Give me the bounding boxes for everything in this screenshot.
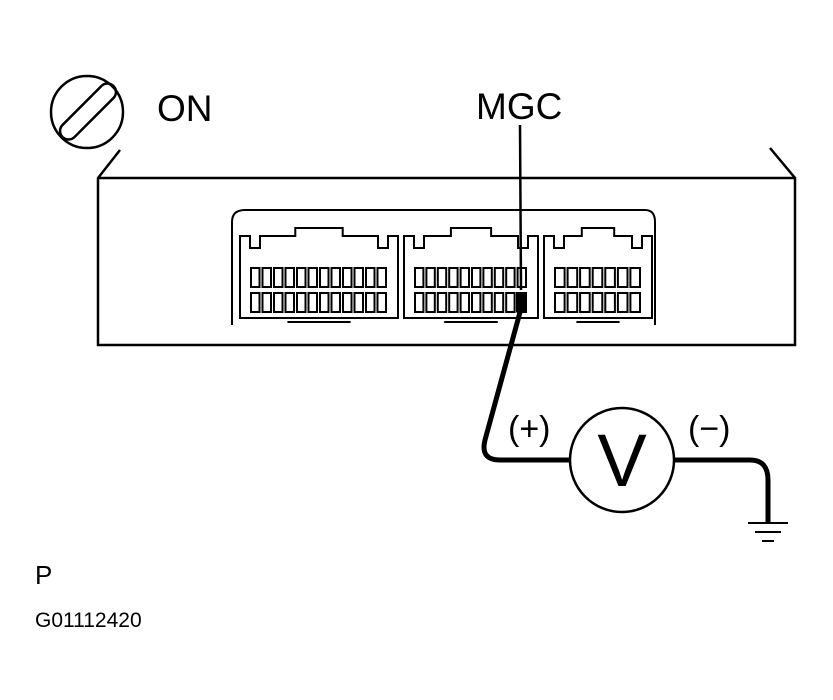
- connector-pin: [459, 267, 471, 288]
- ecu-box: [96, 147, 797, 347]
- connector-pin: [482, 267, 493, 288]
- connector-pin: [376, 267, 387, 288]
- connector-pin: [296, 292, 307, 313]
- voltmeter-label: V: [597, 419, 647, 502]
- connector-pin: [566, 267, 579, 288]
- connector-pin: [554, 292, 566, 313]
- connector-pin: [284, 267, 295, 288]
- connector-pin: [436, 292, 448, 313]
- connector-pin: [493, 292, 505, 313]
- ignition-label: ON: [157, 88, 213, 129]
- connector-pin: [448, 292, 459, 313]
- connector-pin: [330, 267, 341, 288]
- connector-pin: [616, 292, 629, 313]
- connector-pin: [319, 292, 330, 313]
- connector-pin: [629, 267, 642, 288]
- connector-pin: [493, 267, 505, 288]
- negative-probe-wire: [674, 457, 771, 522]
- connector-pin: [250, 292, 261, 313]
- ecu-connector: [231, 209, 656, 325]
- connector-pin: [482, 292, 493, 313]
- connector-pin: [471, 292, 482, 313]
- connector-pin: [471, 267, 482, 288]
- connector-pin: [579, 267, 591, 288]
- connector-pin: [591, 267, 604, 288]
- connector-pin: [284, 292, 295, 313]
- terminal-label: MGC: [476, 86, 562, 127]
- connector-pin: [365, 267, 376, 288]
- view-label: P: [35, 560, 52, 590]
- connector-pin: [261, 267, 272, 288]
- connector-pin: [273, 292, 284, 313]
- connector-pin: [459, 292, 471, 313]
- connector-pin: [273, 267, 284, 288]
- connector-pin: [319, 267, 330, 288]
- connector-pin: [604, 267, 616, 288]
- connector-pin: [554, 267, 566, 288]
- connector-pin: [425, 292, 436, 313]
- connector-pin: [604, 292, 616, 313]
- connector-pin: [307, 267, 318, 288]
- connector-pin: [591, 292, 604, 313]
- connector-frame: [403, 227, 539, 319]
- connector-pin: [414, 292, 425, 313]
- figure-id: G01112420: [35, 609, 142, 632]
- connector-frame: [239, 227, 399, 319]
- connector-pin: [629, 292, 642, 313]
- connector-pin: [250, 267, 261, 288]
- mgc-terminal: [516, 292, 526, 312]
- connector-pin: [448, 267, 459, 288]
- terminal-pointer-line: [518, 124, 523, 291]
- connector-pin: [296, 267, 307, 288]
- ignition-switch-icon: [49, 74, 125, 150]
- connector-pin: [616, 267, 629, 288]
- connector-pin: [342, 292, 353, 313]
- connector-pin: [566, 292, 579, 313]
- connector-frame: [543, 227, 653, 319]
- voltmeter-icon: V: [568, 406, 676, 514]
- connector-pin: [330, 292, 341, 313]
- connector-pin: [505, 292, 516, 313]
- connector-pin: [425, 267, 436, 288]
- negative-label: (−): [688, 410, 731, 448]
- connector-pin: [342, 267, 353, 288]
- positive-probe-wire: [481, 304, 570, 463]
- connector-pin: [261, 292, 272, 313]
- connector-pin: [365, 292, 376, 313]
- ground-icon: [748, 522, 788, 542]
- connector-pin: [376, 292, 387, 313]
- connector-pin: [414, 267, 425, 288]
- connector-pin: [579, 292, 591, 313]
- connector-pin: [353, 292, 364, 313]
- connector-pin: [307, 292, 318, 313]
- positive-label: (+): [508, 410, 551, 448]
- connector-pin: [353, 267, 364, 288]
- connector-pin: [436, 267, 448, 288]
- connector-pin: [505, 267, 516, 288]
